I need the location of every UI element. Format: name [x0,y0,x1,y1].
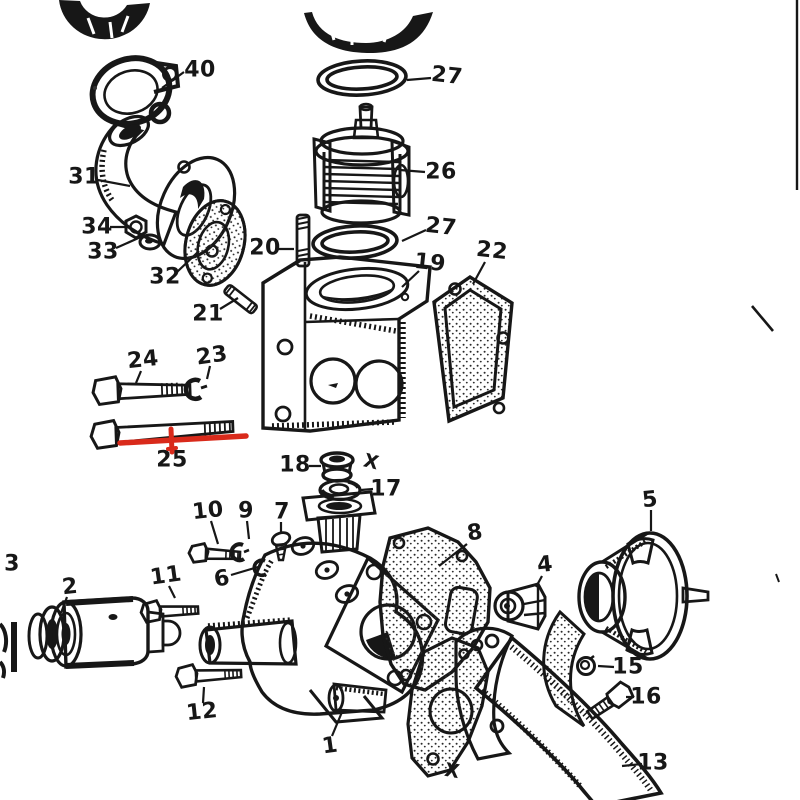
bolt-part-16 [585,680,635,721]
part-label-17: 17 [370,477,402,502]
part-label-2: 2 [61,574,79,601]
shaft-bearing-assembly-part-2 [27,596,182,669]
stud-part-21 [223,284,258,315]
thermostat-part-26 [312,102,411,225]
part-label-18: 18 [279,453,311,478]
part-label-13: 13 [637,751,669,776]
part-label-32: 32 [149,265,181,290]
red-highlight-annotation [117,426,249,455]
part-labels: 40 31 34 33 32 27 26 27 20 19 22 21 24 2… [4,58,669,784]
part-label-22: 22 [475,237,509,265]
x-mark-lower: X [443,759,462,783]
part-label-34: 34 [81,215,113,240]
gasket-part-22 [432,274,514,424]
bottom-gasket [406,636,490,778]
part-label-24: 24 [126,346,160,374]
part-label-12: 12 [185,698,219,726]
part-label-11: 11 [149,561,184,590]
o-ring-part-27-lower [311,224,399,260]
part-label-8: 8 [465,520,484,547]
part-label-31: 31 [68,165,100,190]
bolt-part-12 [174,662,243,689]
lock-washer-part-9 [229,542,250,563]
stray-marks [93,0,799,583]
part-label-10: 10 [191,497,225,525]
part-label-21: 21 [192,302,224,327]
collar-behind-pipe [542,609,586,728]
part-label-26: 26 [425,160,457,185]
part-label-3: 3 [4,552,20,577]
o-ring-part-27-upper [316,59,408,97]
part-label-9: 9 [238,499,254,524]
part-label-20: 20 [249,236,281,261]
thermostat-housing-part-19 [261,255,432,433]
part-label-23: 23 [195,341,230,370]
lock-washer-part-23 [183,377,208,402]
gasket-part-32 [183,199,247,287]
part-label-16: 16 [630,685,662,710]
part-label-7: 7 [274,500,290,525]
part-label-15: 15 [612,655,644,680]
stud-part-20 [295,213,311,268]
hose-fragment [59,0,150,40]
part-label-6: 6 [212,565,232,592]
bushing-part-18 [319,451,355,483]
leader-lines [59,71,653,768]
bolt-part-24 [91,375,192,407]
part-label-4: 4 [536,552,554,579]
washer-part-33 [138,233,162,251]
left-edge-fragments-part-3 [0,622,17,679]
part-label-1: 1 [320,733,339,760]
bolt-part-25 [89,418,235,450]
pulley-part-5 [577,531,710,661]
part-label-27-lower: 27 [424,213,458,241]
part-label-5: 5 [641,487,659,514]
nut-part-4 [493,582,547,631]
housing-cap-fragment [304,12,433,53]
hose-clamp-part-40 [89,55,181,127]
part-label-19: 19 [413,249,447,277]
x-mark-upper: X [361,450,381,475]
water-outlet-elbow-part-31 [94,114,237,261]
part-label-33: 33 [87,240,119,265]
washer-part-15 [576,655,596,676]
part-label-40: 40 [184,58,216,83]
part-label-27-upper: 27 [430,62,464,90]
